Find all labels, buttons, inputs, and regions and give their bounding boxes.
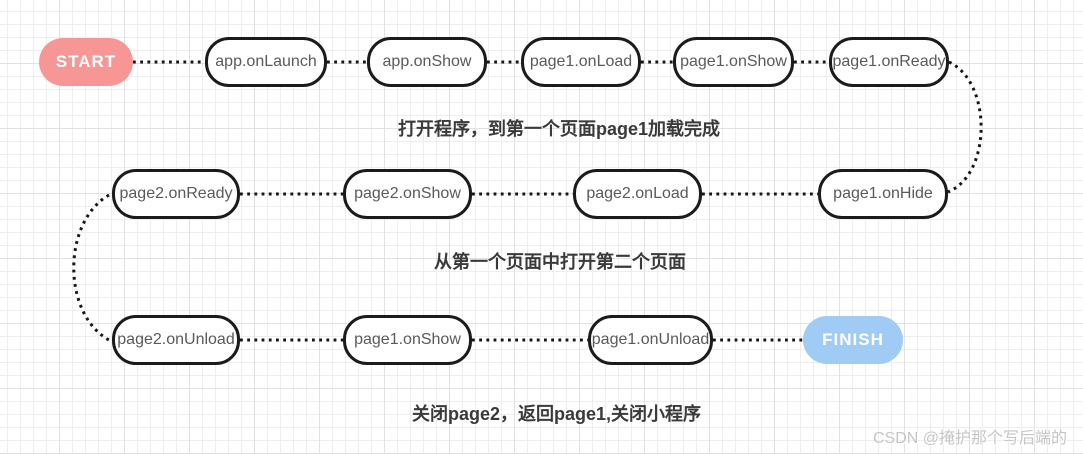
csdn-watermark: CSDN @掩护那个写后端的 — [872, 430, 1067, 447]
caption-open-page2: 从第一个页面中打开第二个页面 — [434, 252, 686, 272]
node-page1-onhide: page1.onHide — [818, 169, 948, 219]
node-page1-onshow: page1.onShow — [673, 37, 794, 87]
caption-open-app: 打开程序，到第一个页面page1加载完成 — [398, 119, 721, 139]
caption-close-app: 关闭page2，返回page1,关闭小程序 — [412, 404, 702, 424]
node-page1-onunload: page1.onUnload — [588, 315, 713, 365]
connector-p1ready-p1hide-curve — [947, 60, 983, 194]
node-page2-onready: page2.onReady — [112, 169, 240, 219]
node-page1-onload: page1.onLoad — [521, 37, 641, 87]
node-page1-onshow-return: page1.onShow — [343, 315, 472, 365]
node-app-onlaunch: app.onLaunch — [205, 37, 327, 87]
finish-node: FINISH — [803, 316, 903, 364]
connector-p2ready-p2unload-curve — [72, 193, 110, 342]
node-page2-onunload: page2.onUnload — [112, 315, 240, 365]
node-page1-onready: page1.onReady — [829, 37, 949, 87]
node-page2-onshow: page2.onShow — [343, 169, 472, 219]
node-page2-onload: page2.onLoad — [573, 169, 702, 219]
start-node: START — [39, 38, 133, 86]
node-app-onshow: app.onShow — [367, 37, 487, 87]
